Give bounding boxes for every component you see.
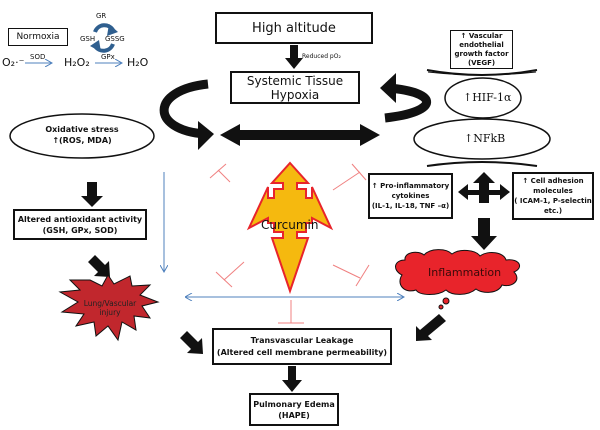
- inhibit-lines: [209, 163, 370, 324]
- curcumin-shape: [246, 161, 334, 295]
- vegf-bracket: [426, 69, 538, 76]
- high-altitude-box: High altitude: [215, 12, 373, 44]
- lung-injury-line1: Lung/Vascular: [83, 299, 137, 308]
- nfkb-ellipse: [413, 118, 551, 160]
- edema-box: Pulmonary Edema (HAPE): [249, 393, 339, 426]
- cytokines-line3: (IL-1, IL-18, TNF –α): [371, 202, 450, 210]
- oxidative-stress-ellipse: [9, 113, 155, 159]
- arrow-to-leakage-left: [180, 331, 203, 354]
- antioxidant-line2: (GSH, GPx, SOD): [42, 225, 118, 235]
- inflammation-cloud: [395, 249, 521, 295]
- down-arrow-altitude: [285, 45, 303, 69]
- arrow-to-leakage-right: [416, 314, 446, 341]
- gpx-enzyme-label: GPx: [101, 53, 115, 61]
- curved-arrowhead-left: [198, 121, 214, 150]
- hif-label: ↑HIF-1α: [463, 91, 512, 104]
- curved-arrowhead-right: [380, 73, 396, 103]
- oxidative-stress-line1: Oxidative stress: [45, 125, 119, 134]
- double-arrow-horizontal: [220, 124, 380, 146]
- vegf-line3: growth factor: [454, 49, 509, 58]
- adhesion-line4: etc.): [543, 207, 563, 215]
- cycle-gr-label: GR: [96, 12, 107, 20]
- inhibit-bar-lower-right: [355, 264, 370, 287]
- hypoxia-line2: Hypoxia: [270, 87, 320, 102]
- down-arrow-edema: [282, 366, 302, 392]
- normoxia-label: Normoxia: [16, 32, 60, 42]
- vegf-bracket-inner: [427, 71, 537, 76]
- edema-line1: Pulmonary Edema: [253, 399, 335, 409]
- inhibit-line-lower-left: [223, 261, 245, 281]
- cycle-gsh-label: GSH: [80, 35, 96, 43]
- cycle-arrowhead-bottom: [90, 40, 101, 52]
- leakage-line1: Transvascular Leakage: [250, 335, 354, 345]
- curved-arrow-left: [159, 79, 209, 139]
- lung-injury-text: Lung/Vascular injury: [70, 299, 150, 317]
- leakage-line2: (Altered cell membrane permeability): [216, 347, 388, 357]
- arrow-to-lung-injury: [88, 255, 110, 277]
- sod-enzyme-label: SOD: [30, 53, 46, 61]
- antioxidant-box: Altered antioxidant activity (GSH, GPx, …: [13, 209, 147, 240]
- edema-line2: (HAPE): [278, 410, 310, 420]
- inhibit-bar-upper-left: [209, 163, 227, 179]
- reduced-po2-label: Reduced pO₂: [302, 53, 341, 60]
- hypoxia-line1: Systemic Tissue: [246, 73, 344, 88]
- cloud-bubble-small: [438, 304, 444, 310]
- curved-arrow-right: [384, 83, 432, 123]
- cycle-arrowhead-top: [107, 24, 118, 36]
- superoxide-label: O₂·⁻: [2, 56, 25, 69]
- oxidative-stress-line2: ↑(ROS, MDA): [52, 136, 112, 145]
- inhibit-line-upper-right: [332, 171, 361, 191]
- h2o2-label: H₂O₂: [64, 56, 90, 69]
- adhesion-line1: ↑ Cell adhesion: [522, 177, 584, 185]
- inhibit-line-lower-right: [332, 264, 361, 279]
- inflammation-label: Inflammation: [428, 266, 502, 279]
- cytokines-line1: ↑ Pro-inflammatory: [371, 182, 450, 190]
- leakage-box: Transvascular Leakage (Altered cell memb…: [212, 328, 392, 365]
- adhesion-line3: ( ICAM-1, P-selectin: [514, 197, 592, 205]
- nfkb-label: ↑NFkB: [464, 132, 506, 145]
- oxidative-stress-text: Oxidative stress ↑(ROS, MDA): [30, 124, 134, 146]
- cloud-bubble: [442, 297, 450, 305]
- vegf-line1: ↑ Vascular: [460, 31, 503, 40]
- lung-injury-burst: [58, 274, 160, 342]
- h2o-label: H₂O: [127, 56, 149, 69]
- nfkb-bracket: [426, 161, 538, 167]
- high-altitude-label: High altitude: [252, 20, 336, 36]
- adhesion-box: ↑ Cell adhesion molecules ( ICAM-1, P-se…: [512, 172, 594, 220]
- lung-injury-line2: injury: [99, 308, 121, 317]
- vegf-box: ↑ Vascular endothelial growth factor (VE…: [450, 30, 513, 69]
- vegf-line4: (VEGF): [467, 58, 496, 67]
- cycle-gssg-label: GSSG: [105, 35, 125, 43]
- vegf-line2: endothelial: [459, 40, 504, 49]
- curcumin-label: Curcumin: [261, 218, 319, 232]
- hif-ellipse: [444, 77, 522, 119]
- antioxidant-line1: Altered antioxidant activity: [17, 214, 143, 224]
- inhibit-line-upper-left: [217, 169, 231, 183]
- down-arrow-antioxidant: [81, 182, 103, 207]
- cytokines-line2: cytokines: [391, 192, 430, 200]
- systemic-hypoxia-box: Systemic Tissue Hypoxia: [230, 71, 360, 104]
- cytokines-box: ↑ Pro-inflammatory cytokines (IL-1, IL-1…: [368, 173, 453, 219]
- inhibit-bar-upper-right: [351, 163, 367, 181]
- cross-arrow: [458, 172, 510, 203]
- adhesion-line2: molecules: [533, 187, 573, 195]
- down-arrow-inflammation: [471, 218, 497, 250]
- normoxia-box: Normoxia: [8, 28, 68, 46]
- inhibit-bar-lower-left: [215, 271, 233, 288]
